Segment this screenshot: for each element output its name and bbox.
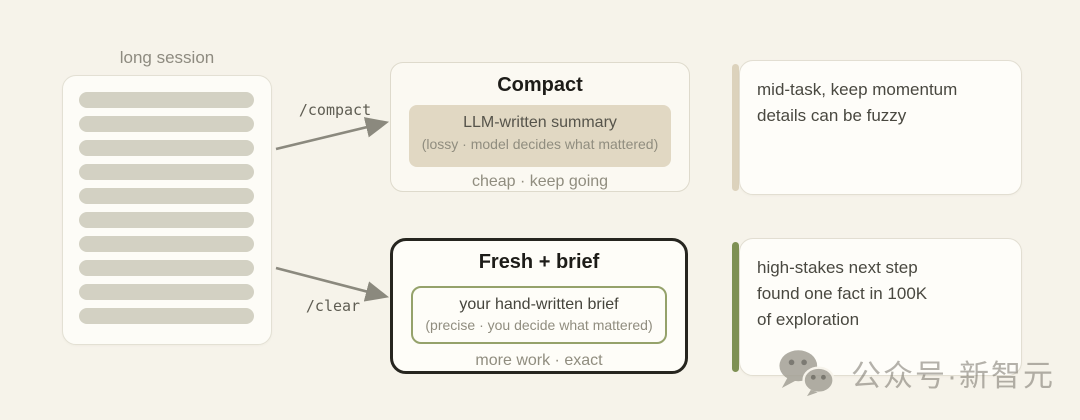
compact-usecase-note: mid-task, keep momentum details can be f… xyxy=(730,60,1022,195)
wechat-icon xyxy=(779,350,835,397)
document-lines xyxy=(79,92,254,324)
note-line: found one fact in 100K xyxy=(757,284,928,303)
compact-card-footer: cheap · keep going xyxy=(471,173,609,190)
green-accent-bar xyxy=(732,242,739,372)
llm-summary-box: LLM-written summary (lossy · model decid… xyxy=(409,105,671,167)
note-line: mid-task, keep momentum xyxy=(757,80,958,99)
note-line: of exploration xyxy=(757,310,860,329)
fresh-brief-option-card: Fresh + brief your hand-written brief (p… xyxy=(390,238,688,374)
text-line-bar xyxy=(79,236,254,252)
fresh-note-card: high-stakes next step found one fact in … xyxy=(739,238,1022,376)
compact-option-card: Compact LLM-written summary (lossy · mod… xyxy=(390,62,690,192)
text-line-bar xyxy=(79,260,254,276)
fresh-usecase-note: high-stakes next step found one fact in … xyxy=(730,238,1022,376)
compact-note-card: mid-task, keep momentum details can be f… xyxy=(739,60,1022,195)
llm-summary-sublabel: (lossy · model decides what mattered) xyxy=(421,136,659,152)
note-line: details can be fuzzy xyxy=(757,106,907,125)
hand-written-brief-sublabel: (precise · you decide what mattered) xyxy=(425,317,653,333)
clear-command-label: /clear xyxy=(305,297,361,315)
watermark: 公众号·新智元 xyxy=(778,348,1055,397)
compact-card-title: Compact xyxy=(497,74,583,96)
tan-accent-bar xyxy=(732,64,739,191)
clear-arrow xyxy=(275,266,390,302)
text-line-bar xyxy=(79,116,254,132)
text-line-bar xyxy=(79,284,254,300)
text-line-bar xyxy=(79,164,254,180)
text-line-bar xyxy=(79,212,254,228)
text-line-bar xyxy=(79,140,254,156)
llm-summary-label: LLM-written summary xyxy=(463,114,617,131)
text-line-bar xyxy=(79,188,254,204)
compact-command-label: /compact xyxy=(298,101,372,119)
hand-written-brief-box: your hand-written brief (precise · you d… xyxy=(411,286,667,344)
source-label: long session xyxy=(119,48,215,67)
compact-arrow xyxy=(275,117,390,151)
text-line-bar xyxy=(79,308,254,324)
fresh-card-title: Fresh + brief xyxy=(478,251,600,273)
text-line-bar xyxy=(79,92,254,108)
watermark-text: 公众号·新智元 xyxy=(851,359,1055,393)
hand-written-brief-label: your hand-written brief xyxy=(459,296,619,313)
long-session-document xyxy=(62,75,272,345)
note-line: high-stakes next step xyxy=(757,258,918,277)
fresh-card-footer: more work · exact xyxy=(475,352,603,369)
